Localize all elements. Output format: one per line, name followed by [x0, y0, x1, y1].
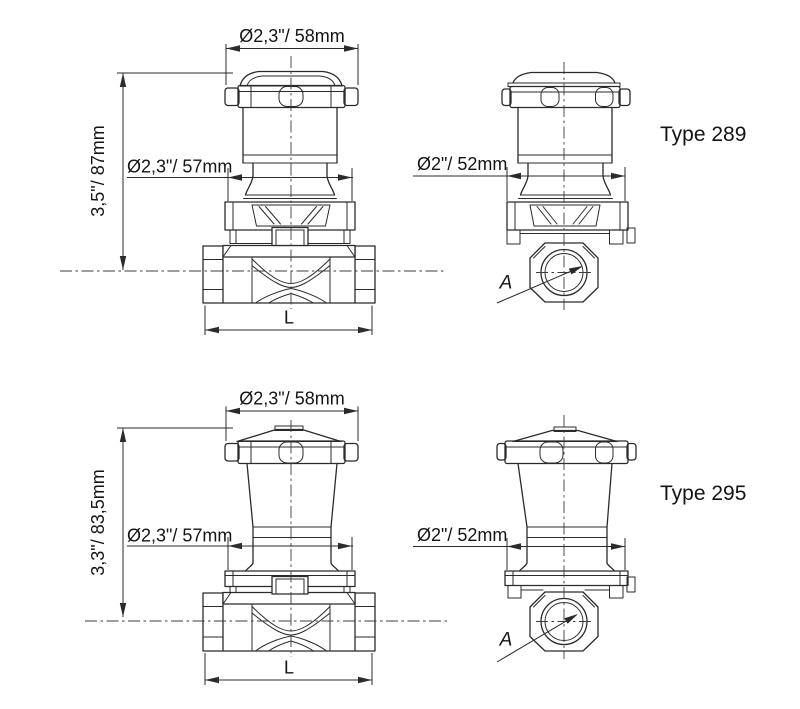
flange	[506, 201, 636, 245]
dim-port-diameter-label: Ø2"/ 52mm	[417, 154, 507, 174]
body	[202, 575, 376, 652]
flange-side-tab	[626, 576, 636, 593]
type-289-title: Type 289	[660, 123, 746, 146]
flange-side-tab	[626, 227, 636, 244]
dim-cap-diameter: Ø2,3"/ 58mm	[225, 389, 359, 441]
dim-height: 3,5"/ 87mm	[88, 72, 233, 270]
dim-body-length-label: L	[284, 308, 294, 328]
dim-height-label: 3,3"/ 83,5mm	[88, 469, 108, 575]
port-label-a: A	[499, 630, 513, 651]
port-leader-a: A	[496, 266, 583, 304]
dim-body-length-label: L	[284, 658, 294, 678]
dim-cap-diameter-label: Ø2,3"/ 58mm	[239, 26, 344, 46]
type-295-title: Type 295	[660, 482, 746, 505]
cap	[236, 425, 342, 443]
dim-cap-diameter-label: Ø2,3"/ 58mm	[239, 389, 344, 409]
bonnet	[244, 462, 340, 572]
cap	[512, 426, 618, 443]
dim-flange-diameter: Ø2,3"/ 57mm	[127, 157, 353, 201]
foot-band	[222, 244, 356, 258]
type-289-side-view: A Ø2"/ 52mm Type 289	[413, 62, 746, 310]
dim-cap-diameter: Ø2,3"/ 58mm	[225, 26, 359, 85]
dim-body-length: L	[204, 653, 373, 685]
bonnet	[517, 106, 613, 199]
port-leader-a: A	[496, 614, 578, 663]
bonnet	[242, 106, 338, 199]
stem-tab	[271, 575, 309, 595]
collar	[224, 84, 359, 109]
stem-tab	[271, 226, 309, 247]
dim-port-diameter-label: Ø2"/ 52mm	[417, 525, 507, 545]
bonnet	[517, 462, 616, 572]
type-295-side-view: A Ø2"/ 52mm Type 295	[413, 415, 746, 663]
collar	[501, 85, 631, 109]
port-label-a: A	[499, 273, 513, 294]
flange	[504, 570, 636, 599]
dim-height: 3,3"/ 83,5mm	[88, 427, 233, 617]
centerlines	[60, 56, 447, 309]
dim-port-diameter: Ø2"/ 52mm	[413, 525, 626, 570]
dim-body-length: L	[204, 305, 373, 335]
dim-port-diameter: Ø2"/ 52mm	[413, 154, 626, 201]
centerlines	[85, 420, 447, 657]
collar	[496, 440, 637, 465]
type-295-front-view: Ø2,3"/ 58mm 3,3"/ 83,5mm Ø2,3"/ 57mm L	[85, 389, 447, 685]
dim-flange-diameter: Ø2,3"/ 57mm	[127, 526, 353, 570]
dim-flange-diameter-label: Ø2,3"/ 57mm	[127, 526, 232, 546]
port-nut	[529, 591, 599, 652]
body	[202, 226, 376, 304]
collar	[224, 440, 359, 465]
dim-flange-diameter-label: Ø2,3"/ 57mm	[127, 157, 232, 177]
dim-height-label: 3,5"/ 87mm	[88, 125, 108, 216]
type-289-front-view: Ø2,3"/ 58mm 3,5"/ 87mm Ø2,3"/ 57mm L	[60, 26, 447, 335]
